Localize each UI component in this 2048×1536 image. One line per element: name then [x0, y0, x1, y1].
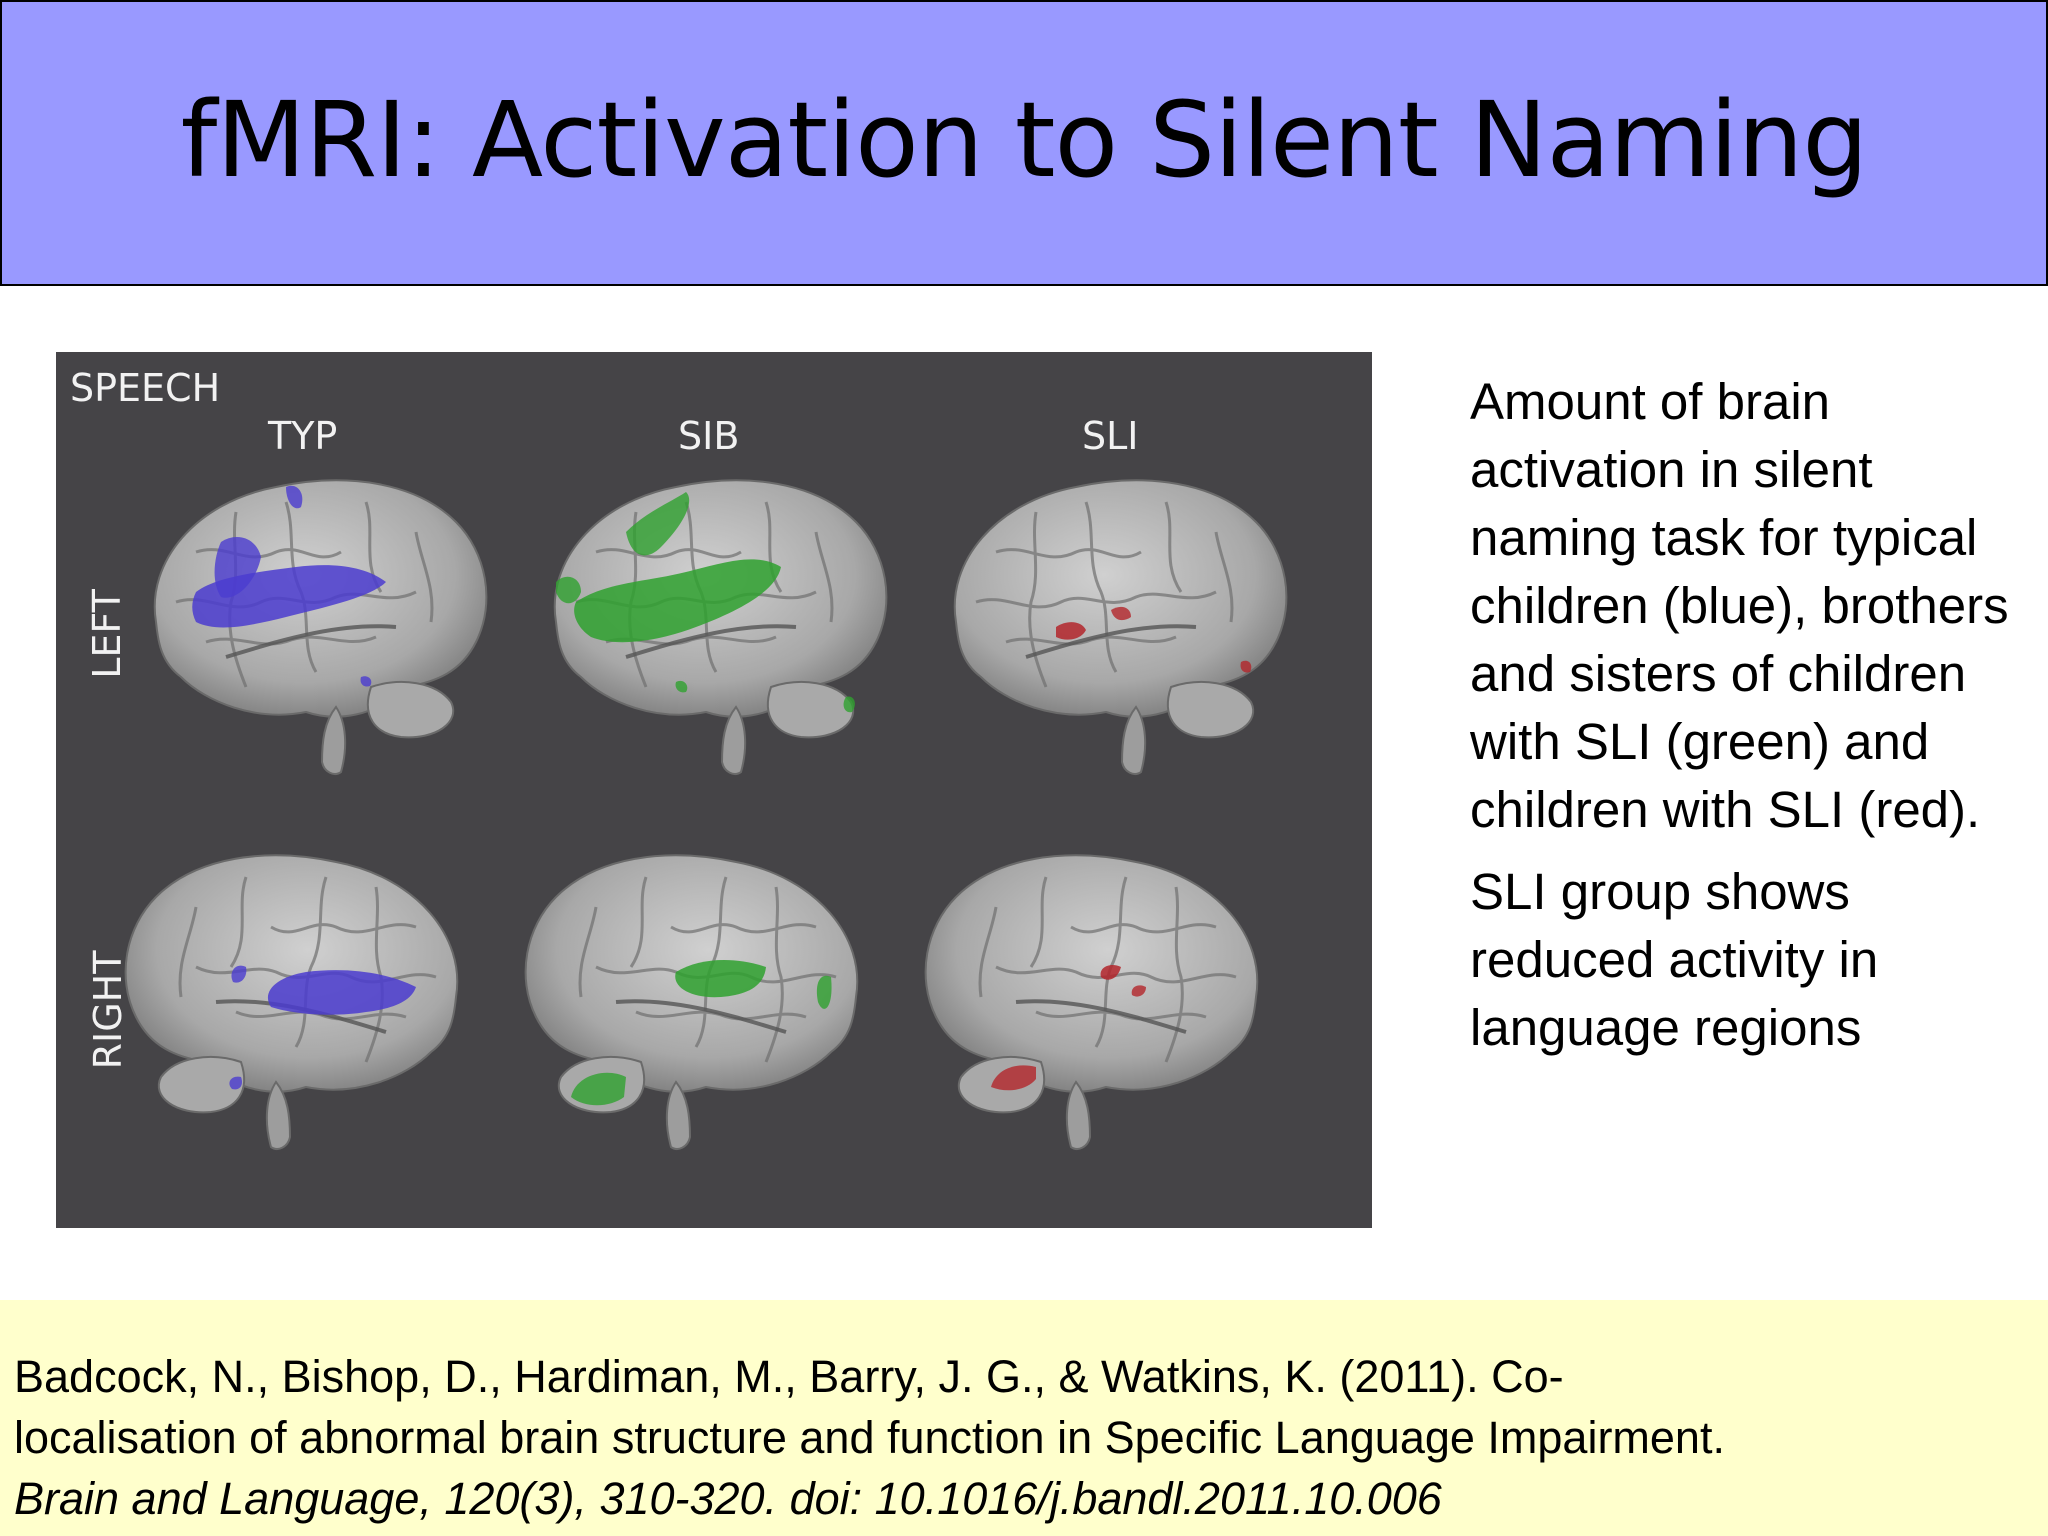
citation-line-1: Badcock, N., Bishop, D., Hardiman, M., B…	[14, 1351, 1564, 1402]
citation-line-2: localisation of abnormal brain structure…	[14, 1412, 1725, 1463]
column-label-sib: SIB	[678, 414, 740, 458]
citation-box: Badcock, N., Bishop, D., Hardiman, M., B…	[0, 1300, 2048, 1536]
brain-renderings	[123, 478, 1289, 1151]
description-paragraph-2: SLI group shows reduced activity in lang…	[1470, 863, 1879, 1056]
title-bar: fMRI: Activation to Silent Naming	[0, 0, 2048, 286]
column-label-sli: SLI	[1082, 414, 1139, 458]
row-label-left: LEFT	[85, 589, 129, 679]
citation-line-3: Brain and Language, 120(3), 310-320. doi…	[14, 1473, 1442, 1524]
fmri-figure: SPEECH TYP SIB SLI LEFT RIGHT	[56, 352, 1372, 1228]
panel-label: SPEECH	[70, 366, 221, 410]
slide-title: fMRI: Activation to Silent Naming	[180, 79, 1869, 201]
column-label-typ: TYP	[268, 414, 338, 458]
description-paragraph-1: Amount of brain activation in silent nam…	[1470, 373, 2009, 838]
description: Amount of brain activation in silent nam…	[1470, 368, 2030, 1062]
row-label-right: RIGHT	[86, 950, 130, 1070]
